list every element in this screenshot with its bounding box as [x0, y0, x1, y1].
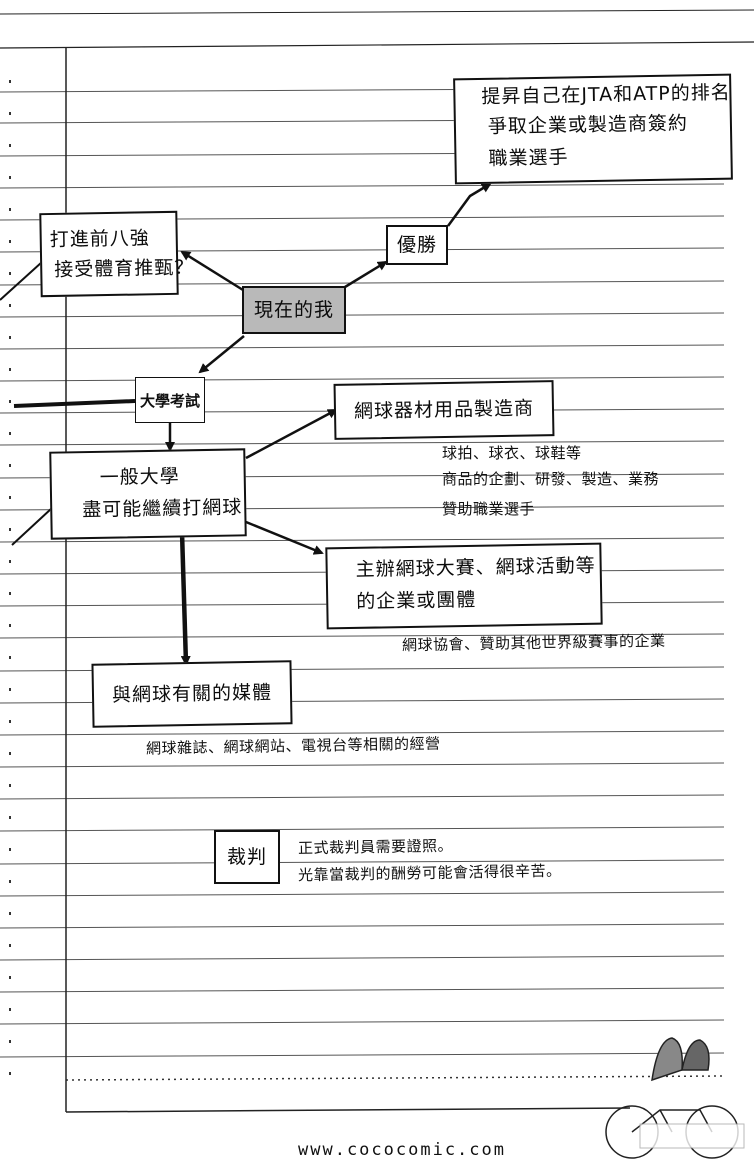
media-box: 與網球有關的媒體 [91, 660, 293, 728]
victory-label: 優勝 [396, 234, 437, 256]
watermark-url: www.cococomic.com [298, 1140, 506, 1160]
arrow-current-to-victory [344, 260, 388, 289]
goal-line-2: 爭取企業或製造商簽約 [487, 112, 689, 138]
equipment-note-1: 球拍、球衣、球鞋等 [442, 444, 582, 462]
arrow-current-to-exam [198, 335, 245, 374]
quarterfinal-line-1: 打進前八強 [49, 227, 150, 252]
university-exam-label: 大學考試 [139, 391, 200, 410]
arrow-current-to-quarterfinal [180, 250, 244, 292]
general-university-line-1: 一般大學 [99, 465, 180, 489]
referee-box: 裁判 [214, 830, 280, 884]
exam-entry-line [13, 399, 136, 408]
referee-label: 裁判 [226, 846, 267, 868]
goal-box: 提昇自己在JTA和ATP的排名 爭取企業或製造商簽約 職業選手 [453, 73, 733, 185]
equipment-maker-box: 網球器材用品製造商 [333, 380, 555, 440]
goal-line-1: 提昇自己在JTA和ATP的排名 [481, 81, 731, 108]
flow-arrows [165, 182, 492, 555]
equipment-note-3: 贊助職業選手 [442, 500, 536, 518]
event-org-line-2: 的企業或團體 [356, 588, 477, 613]
victory-box: 優勝 [386, 225, 448, 265]
quarterfinal-line-2: 接受體育推甄？ [54, 256, 195, 281]
arrow-victory-to-goal [446, 182, 492, 227]
media-label: 與網球有關的媒體 [111, 681, 273, 707]
equipment-maker-label: 網球器材用品製造商 [353, 397, 535, 423]
goal-line-3: 職業選手 [488, 146, 569, 170]
event-org-box: 主辦網球大賽、網球活動等 的企業或團體 [325, 542, 603, 630]
arrow-university-to-maker [245, 408, 338, 460]
arrow-university-to-media [179, 531, 191, 666]
equipment-note-2: 商品的企劃、研發、製造、業務 [442, 470, 660, 488]
university-exam-box: 大學考試 [135, 377, 205, 423]
current-self-label: 現在的我 [253, 299, 334, 321]
event-org-line-1: 主辦網球大賽、網球活動等 [355, 554, 596, 581]
university-entry-line [11, 507, 53, 546]
watermark-logo-stamp [639, 1123, 745, 1149]
referee-note-1: 正式裁判員需要證照。 [297, 836, 454, 858]
arrow-university-to-event [245, 520, 324, 555]
general-university-line-2: 盡可能繼續打網球 [82, 496, 243, 522]
quarterfinal-entry-line [0, 261, 43, 301]
quarterfinal-box: 打進前八強 接受體育推甄？ [39, 210, 194, 298]
general-university-box: 一般大學 盡可能繼續打網球 [49, 448, 247, 540]
current-self-box: 現在的我 [242, 286, 346, 334]
